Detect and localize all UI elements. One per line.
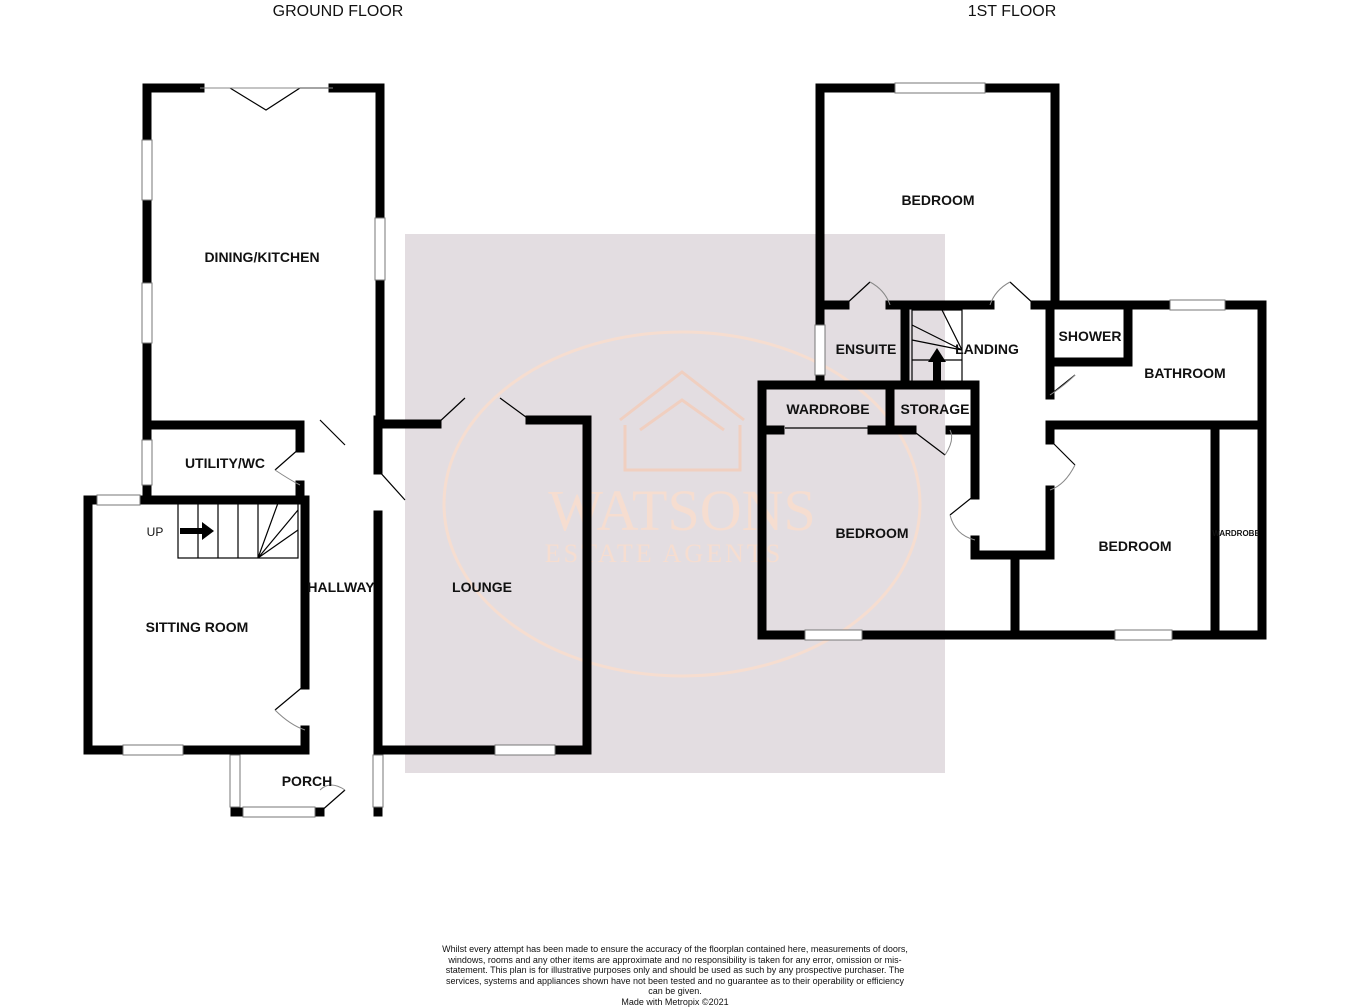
room-utility: UTILITY/WC (185, 455, 265, 471)
room-sitting-room: SITTING ROOM (146, 619, 249, 635)
room-bedroom-right: BEDROOM (1098, 538, 1171, 554)
room-landing: LANDING (955, 341, 1019, 357)
room-bedroom-top: BEDROOM (901, 192, 974, 208)
room-wardrobe: WARDROBE (786, 401, 869, 417)
first-floor-walls (757, 82, 1267, 641)
credit-text: Made with Metropix ©2021 (621, 996, 729, 1007)
room-shower: SHOWER (1059, 328, 1122, 344)
watermark-name: WATSONS (548, 478, 816, 543)
watermark-logo: WATSONS ESTATE AGENTS (405, 234, 945, 773)
room-porch: PORCH (282, 773, 333, 789)
stairs-up-label: UP (147, 525, 164, 539)
room-bedroom-left: BEDROOM (835, 525, 908, 541)
stairs-first (911, 309, 963, 383)
room-ensuite: ENSUITE (836, 341, 897, 357)
room-bathroom: BATHROOM (1144, 365, 1225, 381)
room-hallway: HALLWAY (307, 579, 375, 595)
first-floor-title: 1ST FLOOR (968, 3, 1057, 20)
stairs-ground (177, 502, 299, 559)
ground-floor-walls (83, 83, 592, 818)
disclaimer: Whilst every attempt has been made to en… (440, 944, 910, 1007)
room-lounge: LOUNGE (452, 579, 512, 595)
room-dining-kitchen: DINING/KITCHEN (204, 249, 319, 265)
room-wardrobe-small: WARDROBE (1212, 529, 1260, 538)
room-storage: STORAGE (901, 401, 970, 417)
watermark-sub: ESTATE AGENTS (545, 539, 783, 568)
disclaimer-text: Whilst every attempt has been made to en… (442, 944, 908, 996)
ground-floor-title: GROUND FLOOR (273, 3, 404, 20)
